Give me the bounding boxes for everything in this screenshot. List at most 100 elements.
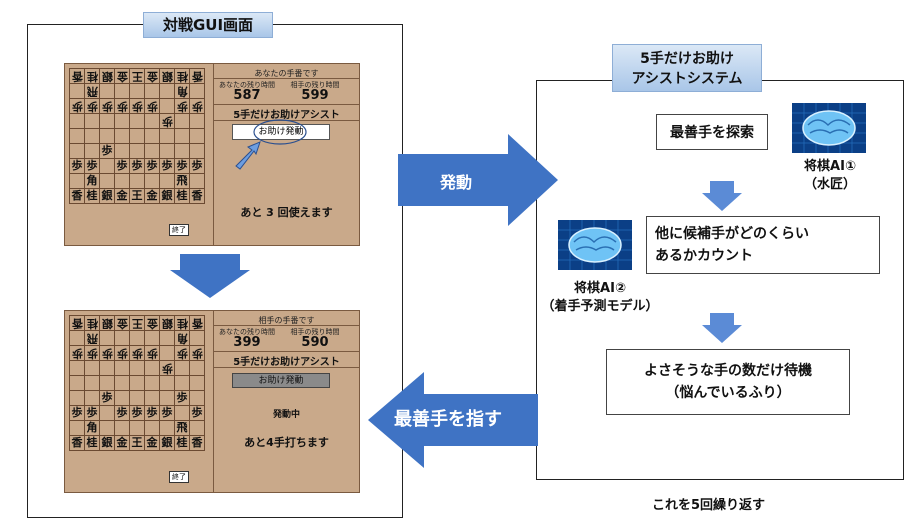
board-square[interactable]: 銀 (99, 435, 115, 451)
board-square[interactable] (174, 113, 190, 129)
board-square[interactable] (99, 330, 115, 346)
board-square[interactable]: 金 (144, 315, 160, 331)
board-square[interactable] (84, 360, 100, 376)
board-square[interactable]: 王 (129, 188, 145, 204)
board-square[interactable]: 飛 (174, 420, 190, 436)
board-square[interactable]: 桂 (174, 68, 190, 84)
board-square[interactable]: 歩 (69, 158, 85, 174)
board-square[interactable]: 桂 (84, 68, 100, 84)
board-square[interactable]: 桂 (84, 315, 100, 331)
board-square[interactable]: 銀 (159, 68, 175, 84)
board-square[interactable] (69, 390, 85, 406)
board-square[interactable] (84, 128, 100, 144)
board-square[interactable] (159, 83, 175, 99)
board-square[interactable] (189, 83, 205, 99)
board-square[interactable]: 桂 (174, 315, 190, 331)
board-square[interactable] (159, 420, 175, 436)
board-square[interactable] (129, 360, 145, 376)
board-square[interactable] (114, 113, 130, 129)
board-square[interactable]: 王 (129, 315, 145, 331)
board-square[interactable] (69, 360, 85, 376)
board-square[interactable] (144, 330, 160, 346)
board-square[interactable]: 香 (69, 315, 85, 331)
board-square[interactable] (99, 405, 115, 421)
board-square[interactable] (99, 128, 115, 144)
board-square[interactable]: 角 (84, 173, 100, 189)
board-square[interactable]: 歩 (99, 390, 115, 406)
board-square[interactable]: 金 (114, 315, 130, 331)
board-square[interactable] (159, 143, 175, 159)
board-square[interactable] (99, 173, 115, 189)
board-square[interactable]: 歩 (114, 405, 130, 421)
board-square[interactable]: 歩 (144, 345, 160, 361)
board-square[interactable] (84, 143, 100, 159)
board-square[interactable] (114, 143, 130, 159)
board-square[interactable]: 歩 (174, 345, 190, 361)
board-square[interactable]: 桂 (84, 435, 100, 451)
board-square[interactable]: 銀 (159, 435, 175, 451)
board-square[interactable]: 歩 (189, 158, 205, 174)
board-square[interactable]: 歩 (114, 158, 130, 174)
board-square[interactable]: 歩 (99, 98, 115, 114)
board-square[interactable] (114, 330, 130, 346)
board-square[interactable] (114, 375, 130, 391)
assist-button[interactable]: お助け発動 (232, 124, 330, 140)
board-square[interactable] (174, 375, 190, 391)
board-square[interactable] (129, 330, 145, 346)
board-square[interactable] (144, 128, 160, 144)
board-square[interactable] (69, 330, 85, 346)
board-square[interactable] (174, 405, 190, 421)
board-square[interactable] (129, 128, 145, 144)
board-square[interactable]: 飛 (84, 330, 100, 346)
board-square[interactable] (84, 375, 100, 391)
board-square[interactable]: 銀 (159, 188, 175, 204)
board-square[interactable] (189, 360, 205, 376)
board-square[interactable]: 歩 (129, 405, 145, 421)
board-square[interactable] (99, 158, 115, 174)
board-square[interactable]: 歩 (99, 143, 115, 159)
board-square[interactable] (69, 420, 85, 436)
board-square[interactable]: 香 (69, 68, 85, 84)
board-square[interactable]: 歩 (84, 345, 100, 361)
board-square[interactable]: 香 (189, 435, 205, 451)
board-square[interactable] (69, 83, 85, 99)
board-square[interactable] (129, 143, 145, 159)
board-square[interactable]: 歩 (189, 345, 205, 361)
board-square[interactable]: 香 (189, 315, 205, 331)
end-button[interactable]: 終了 (169, 471, 189, 483)
board-square[interactable] (99, 420, 115, 436)
board-square[interactable]: 銀 (99, 188, 115, 204)
board-square[interactable]: 歩 (129, 98, 145, 114)
board-square[interactable] (144, 113, 160, 129)
board-square[interactable]: 歩 (114, 98, 130, 114)
board-square[interactable] (159, 375, 175, 391)
board-square[interactable]: 王 (129, 68, 145, 84)
board-square[interactable] (159, 128, 175, 144)
board-square[interactable]: 歩 (159, 405, 175, 421)
board-square[interactable] (69, 375, 85, 391)
board-square[interactable] (99, 375, 115, 391)
board-square[interactable]: 角 (174, 330, 190, 346)
board-square[interactable]: 香 (69, 188, 85, 204)
board-square[interactable]: 歩 (189, 405, 205, 421)
end-button[interactable]: 終了 (169, 224, 189, 236)
board-square[interactable]: 金 (114, 435, 130, 451)
board-square[interactable]: 歩 (69, 98, 85, 114)
board-square[interactable]: 歩 (189, 98, 205, 114)
board-square[interactable] (144, 390, 160, 406)
board-square[interactable]: 歩 (84, 405, 100, 421)
board-square[interactable]: 銀 (99, 68, 115, 84)
board-square[interactable] (69, 113, 85, 129)
board-square[interactable] (189, 390, 205, 406)
assist-button[interactable]: お助け発動 (232, 373, 330, 388)
board-square[interactable]: 歩 (69, 405, 85, 421)
board-square[interactable]: 角 (174, 83, 190, 99)
board-square[interactable] (129, 113, 145, 129)
board-square[interactable]: 王 (129, 435, 145, 451)
board-square[interactable] (144, 420, 160, 436)
board-square[interactable] (144, 173, 160, 189)
board-square[interactable]: 歩 (69, 345, 85, 361)
board-square[interactable]: 歩 (174, 158, 190, 174)
board-square[interactable]: 歩 (159, 158, 175, 174)
board-square[interactable] (144, 83, 160, 99)
